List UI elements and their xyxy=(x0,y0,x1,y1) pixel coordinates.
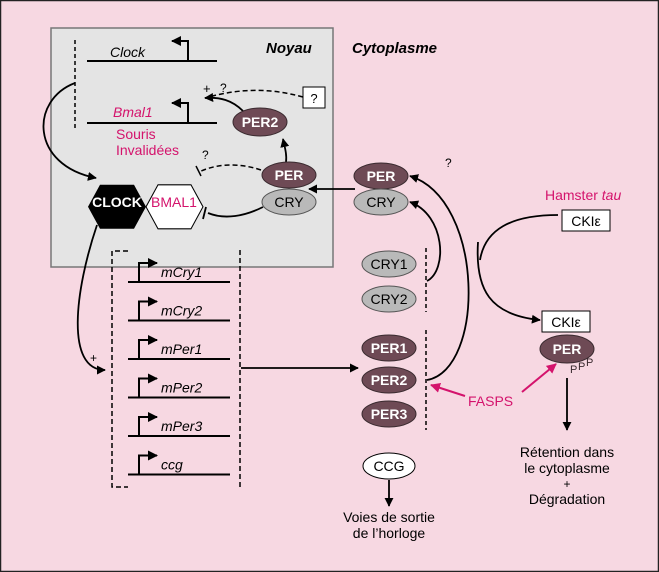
per2-protein xyxy=(361,366,417,394)
cry1-protein xyxy=(361,250,417,278)
per-inhibition-dashed xyxy=(198,164,262,173)
per3-protein xyxy=(361,400,417,428)
per2-nuclear-label: PER2 xyxy=(242,114,279,130)
activation-plus: + xyxy=(90,351,97,365)
target-gene-row: mPer1 xyxy=(128,335,230,360)
ckie-bottom-box xyxy=(541,310,591,333)
target-gene-row: mPer2 xyxy=(128,373,230,399)
target-gene-row: mPer3 xyxy=(128,412,230,437)
fate-line2: le cytoplasme xyxy=(524,460,610,476)
per-to-complex-arrow xyxy=(409,174,470,381)
ckie-bottom-label: CKIε xyxy=(551,314,581,330)
bmal1-gene: Bmal1 xyxy=(87,98,217,124)
hamster-tau-label: Hamster tau xyxy=(545,187,621,203)
bmal1-gene-label: Bmal1 xyxy=(113,104,153,120)
clock-gene-label: Clock xyxy=(110,44,146,60)
plus-sign: + xyxy=(203,81,211,96)
cry-cytoplasmic-label: CRY xyxy=(366,194,396,210)
per2-nuclear-protein xyxy=(232,107,288,137)
target-gene-row: mCry2 xyxy=(128,296,230,322)
cry-to-complex-arrow xyxy=(409,200,441,282)
phosphorylated-per-label: PER xyxy=(553,341,582,357)
unknown-factor-box xyxy=(302,86,326,109)
nucleus-label: Noyau xyxy=(266,40,312,57)
phospho-p-3: P xyxy=(586,357,593,369)
promoter-arrow-icon xyxy=(138,296,158,321)
clock-gene: Clock xyxy=(87,36,217,62)
question-mark-2: ? xyxy=(202,148,209,162)
cytoplasm-question-mark: ? xyxy=(445,156,452,170)
target-gene-label: mPer1 xyxy=(161,341,202,357)
per-cytoplasmic-label: PER xyxy=(367,168,396,184)
bmal1-protein-label: BMAL1 xyxy=(151,194,197,210)
bmal1-protein-hexagon xyxy=(145,184,204,230)
cry-nuclear-protein xyxy=(261,188,317,216)
cry-inhibition-bar xyxy=(202,206,207,220)
ckie-top-box xyxy=(561,209,611,232)
fate-line1: Rétention dans xyxy=(520,444,614,460)
target-gene-row: ccg xyxy=(128,450,230,476)
per1-protein xyxy=(361,334,417,362)
ccg-label: CCG xyxy=(373,458,404,474)
target-gene-row: mCry1 xyxy=(128,258,230,283)
ckie-link-line xyxy=(479,214,559,261)
per2-label: PER2 xyxy=(371,372,408,388)
cry1-label: CRY1 xyxy=(370,256,407,272)
per-to-per2-arrow xyxy=(280,138,290,163)
per1-label: PER1 xyxy=(371,340,408,356)
promoter-arrow-icon xyxy=(138,335,158,359)
target-gene-label: ccg xyxy=(161,457,183,473)
cry-nuclear-label: CRY xyxy=(274,194,304,210)
knockout-label-line1: Souris xyxy=(116,126,156,142)
output-line1: Voies de sortie xyxy=(343,509,435,525)
question-mark-1: ? xyxy=(220,81,227,95)
complex-to-targets-arrow xyxy=(76,224,106,375)
target-gene-label: mCry2 xyxy=(161,303,202,319)
promoter-arrow-icon xyxy=(138,412,158,436)
phospho-p-2: P xyxy=(578,361,585,373)
cry2-protein xyxy=(361,285,417,313)
promoter-arrow-icon xyxy=(138,258,158,282)
phosphorylated-per-protein xyxy=(539,334,595,364)
fasps-to-per-arrow xyxy=(521,363,557,393)
genes-to-complex-arrow xyxy=(42,82,97,181)
promoter-arrow-icon xyxy=(138,373,158,398)
unknown-factor-label: ? xyxy=(310,91,317,106)
fasps-to-per2-arrow xyxy=(430,383,466,397)
unknown-to-bmal1-dashed-arrow xyxy=(204,89,304,99)
ckie-top-label: CKIε xyxy=(571,213,601,229)
per3-label: PER3 xyxy=(371,406,408,422)
cry-inhibition-line xyxy=(207,206,264,218)
nucleus-compartment xyxy=(50,27,334,268)
cry2-label: CRY2 xyxy=(370,291,407,307)
per-inhibition-bar xyxy=(195,165,202,177)
target-gene-label: mPer2 xyxy=(161,380,202,396)
output-line2: de l’horloge xyxy=(353,525,426,541)
clock-protein-label: CLOCK xyxy=(92,194,142,210)
per-nuclear-protein xyxy=(261,161,317,189)
fasps-label: FASPS xyxy=(468,393,513,409)
fate-line3: Dégradation xyxy=(529,491,605,507)
knockout-label-line2: Invalidées xyxy=(116,142,179,158)
cry-cytoplasmic-protein xyxy=(353,188,409,216)
cytoplasm-label: Cytoplasme xyxy=(352,40,437,57)
per2-to-bmal1-arrow xyxy=(204,92,244,112)
phospho-p-1: P xyxy=(570,364,577,376)
clock-protein-hexagon xyxy=(88,184,146,229)
target-gene-label: mCry1 xyxy=(161,264,202,280)
ccg-protein xyxy=(362,452,416,480)
fate-plus: + xyxy=(563,477,570,491)
per-to-ckie-arrow xyxy=(476,241,541,324)
promoter-arrow-icon xyxy=(138,450,158,475)
per-nuclear-label: PER xyxy=(275,167,304,183)
target-gene-list: mCry1 mCry2 mPer1 mPer2 mPer3 ccg xyxy=(128,258,230,476)
target-gene-label: mPer3 xyxy=(161,418,202,434)
target-genes-left-bracket xyxy=(111,250,128,488)
